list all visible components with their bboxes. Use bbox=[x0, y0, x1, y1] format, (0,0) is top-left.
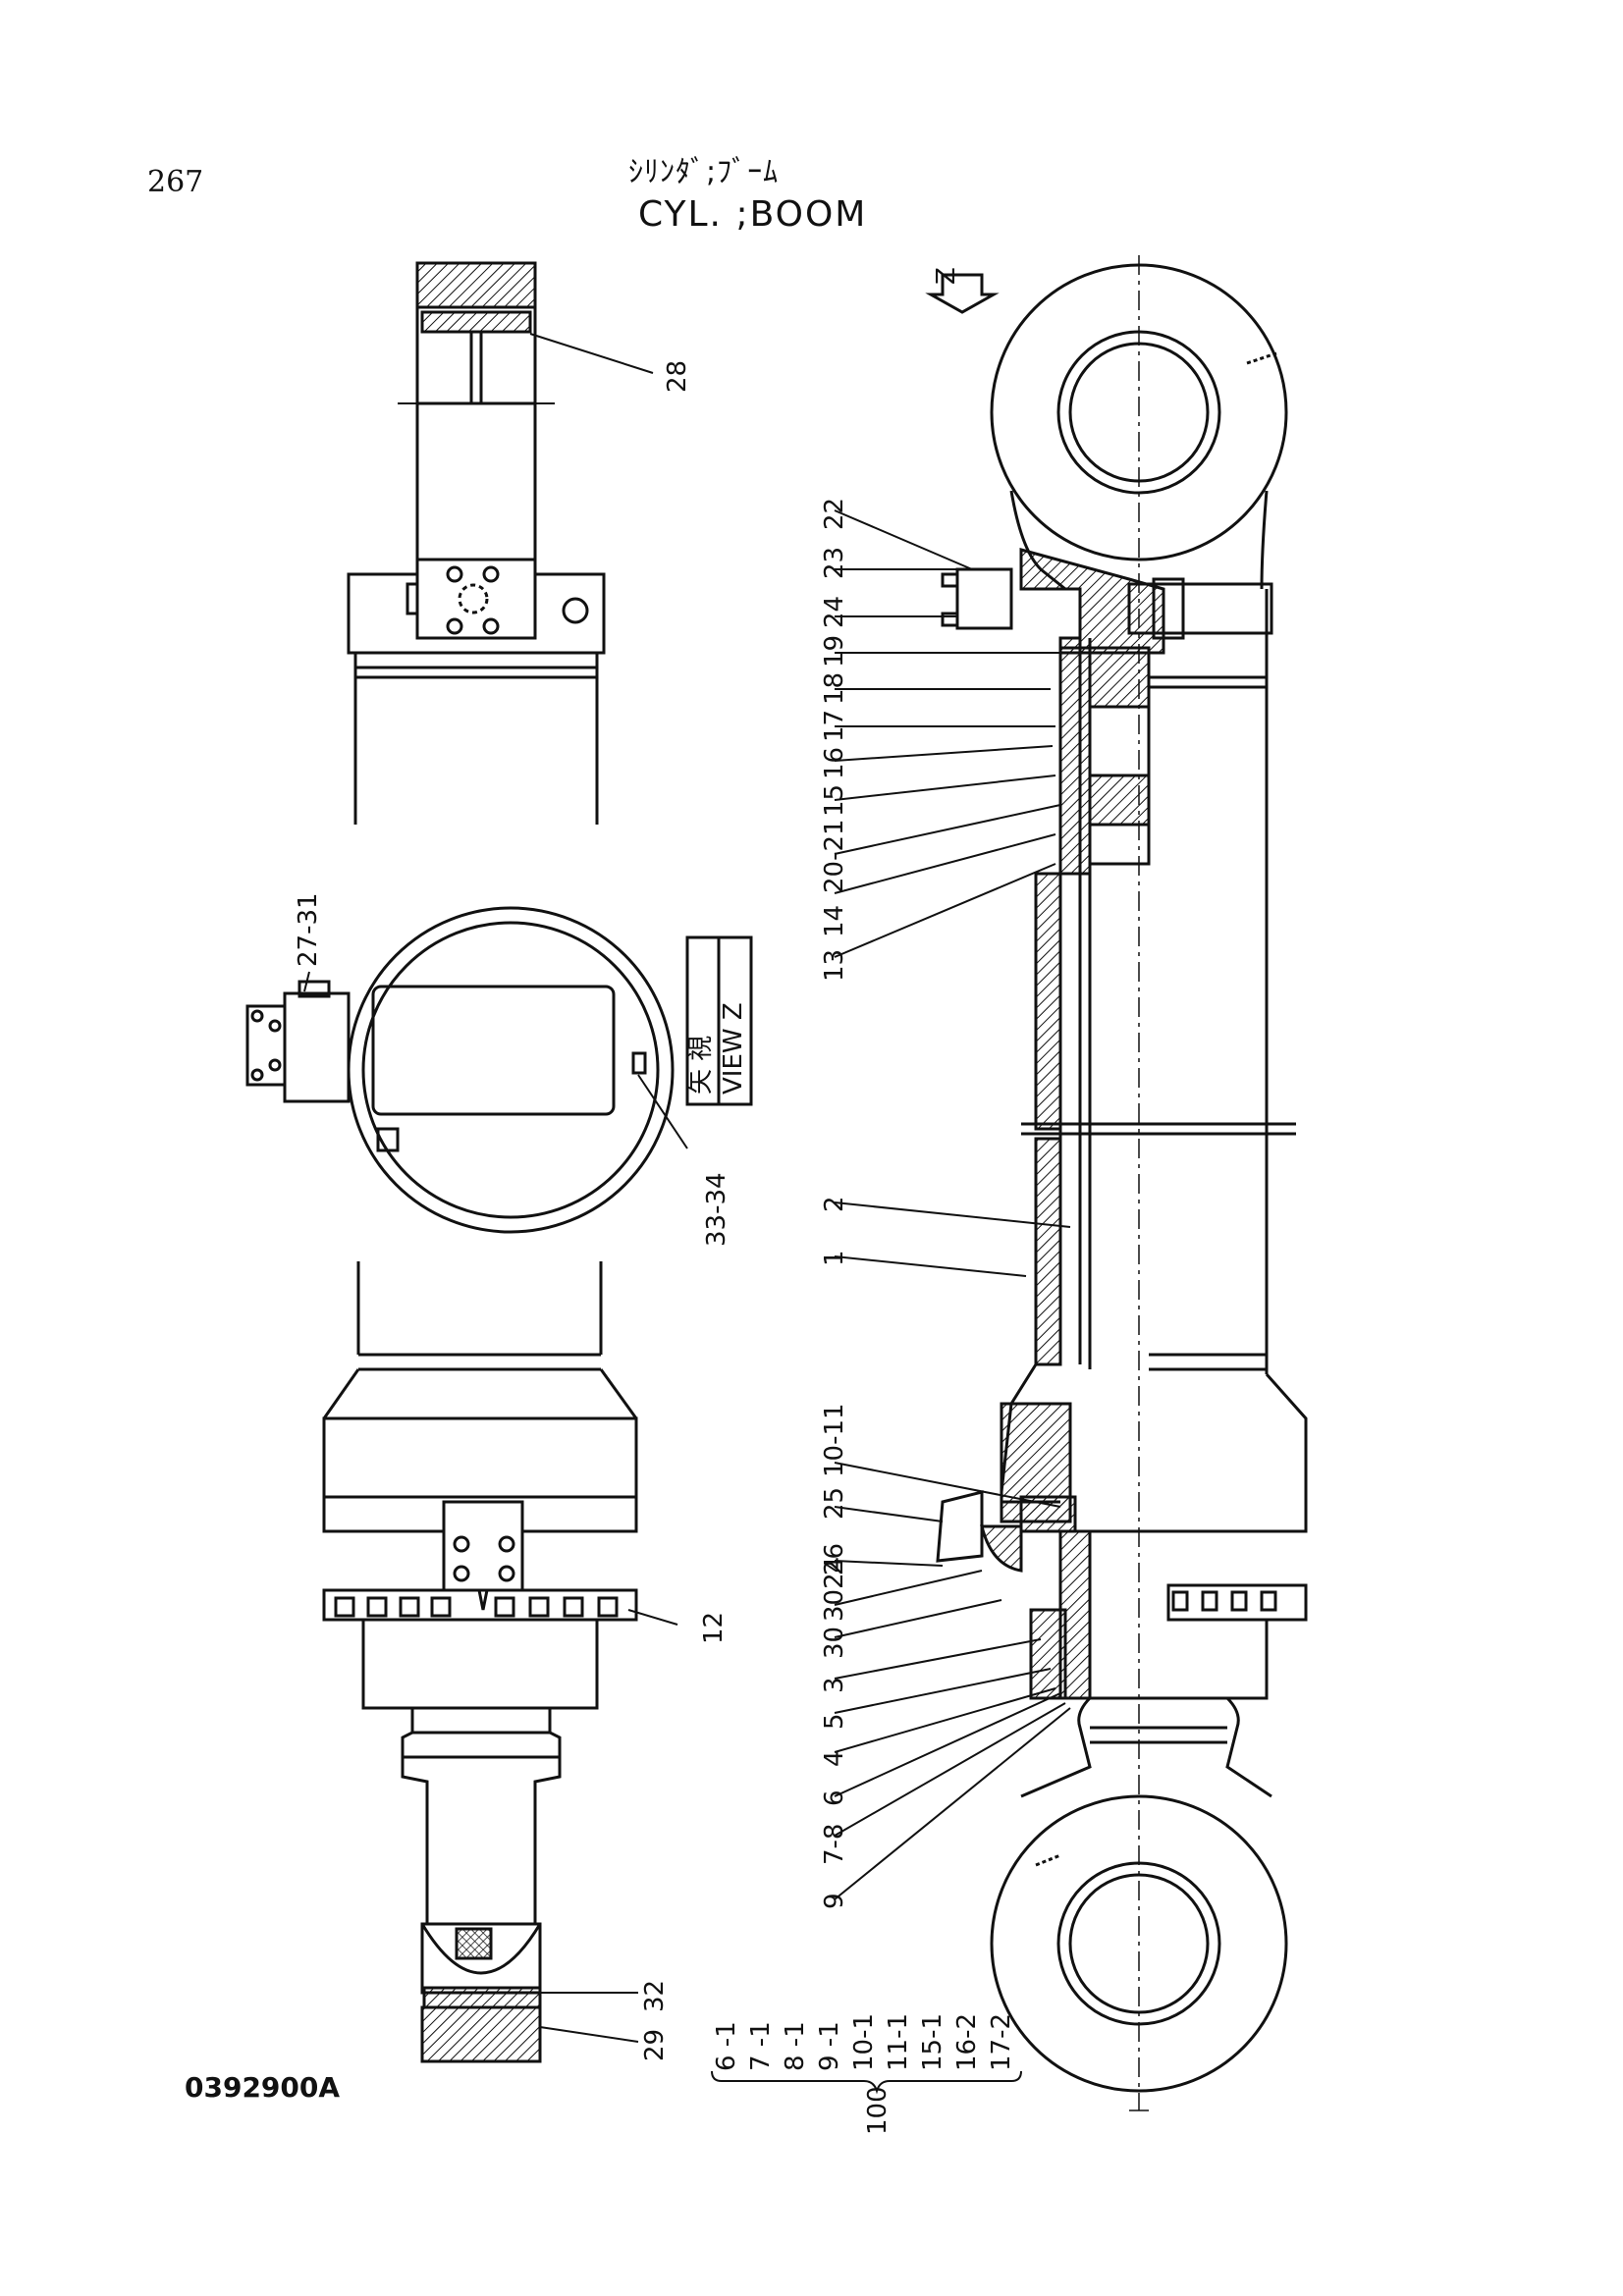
kit-item-6: 11-1 bbox=[884, 2013, 913, 2071]
callout-25: 25 bbox=[820, 1487, 849, 1520]
drawing-number: 0392900A bbox=[185, 2071, 341, 2104]
view-box-line-1: 矢 視 bbox=[686, 1036, 716, 1095]
callout-1: 1 bbox=[820, 1250, 849, 1266]
callout-16: 16 bbox=[820, 747, 849, 779]
callout-18: 18 bbox=[820, 672, 849, 705]
callout-7-8: 7-8 bbox=[820, 1824, 849, 1865]
kit-item-5: 10-1 bbox=[849, 2013, 879, 2071]
callout-24: 24 bbox=[820, 596, 849, 628]
callout-27-31: 27-31 bbox=[294, 892, 323, 967]
callout-26: 26 bbox=[820, 1543, 849, 1575]
kit-item-1: 6 -1 bbox=[712, 2021, 741, 2071]
callout-12: 12 bbox=[699, 1612, 729, 1644]
kit-item-2: 7 -1 bbox=[746, 2021, 776, 2071]
callout-32: 32 bbox=[640, 1980, 670, 2012]
callout-30: 30 bbox=[820, 1627, 849, 1659]
kit-item-9: 17-2 bbox=[987, 2013, 1016, 2071]
view-box-line-2: VIEW Z bbox=[719, 1002, 748, 1095]
callout-4: 4 bbox=[820, 1750, 849, 1767]
bottom-view-head bbox=[322, 1261, 638, 2063]
view-z-box bbox=[685, 935, 753, 1106]
callout-17: 17 bbox=[820, 710, 849, 742]
view-z-section bbox=[245, 906, 675, 1234]
callout-19: 19 bbox=[820, 635, 849, 667]
title-japanese: ｼﾘﾝﾀﾞ;ﾌﾞｰﾑ bbox=[628, 155, 780, 189]
callout-13: 13 bbox=[820, 949, 849, 982]
callout-10-11: 10-11 bbox=[820, 1403, 849, 1477]
kit-item-8: 16-2 bbox=[952, 2013, 982, 2071]
callout-22: 22 bbox=[820, 498, 849, 530]
kit-item-7: 15-1 bbox=[918, 2013, 947, 2071]
callout-20-21: 20-21 bbox=[820, 819, 849, 893]
view-z-arrow bbox=[925, 273, 1000, 314]
kit-item-3: 8 -1 bbox=[781, 2021, 810, 2071]
callout-14: 14 bbox=[820, 905, 849, 937]
kit-label: 100 bbox=[863, 2086, 893, 2135]
title-english: CYL. ;BOOM bbox=[638, 194, 868, 235]
callout-2: 2 bbox=[820, 1196, 849, 1212]
callout-6: 6 bbox=[820, 1789, 849, 1806]
callout-15: 15 bbox=[820, 784, 849, 817]
top-view-rod-eye bbox=[347, 261, 606, 825]
callout-9: 9 bbox=[820, 1893, 849, 1909]
callout-3024: 3024 bbox=[820, 1557, 849, 1622]
kit-item-4: 9 -1 bbox=[815, 2021, 844, 2071]
callout-23: 23 bbox=[820, 547, 849, 579]
callout-5: 5 bbox=[820, 1713, 849, 1730]
page-number: 267 bbox=[147, 165, 204, 199]
callout-28: 28 bbox=[663, 360, 692, 393]
callout-3: 3 bbox=[820, 1677, 849, 1693]
view-arrow-label: Z bbox=[932, 267, 961, 285]
right-leaders bbox=[834, 509, 1071, 1900]
kit-bracket bbox=[711, 2070, 1022, 2095]
callout-33-34: 33-34 bbox=[702, 1172, 731, 1247]
main-cylinder-section bbox=[936, 255, 1308, 2111]
left-leaders bbox=[303, 333, 688, 2043]
callout-29: 29 bbox=[640, 2029, 670, 2061]
